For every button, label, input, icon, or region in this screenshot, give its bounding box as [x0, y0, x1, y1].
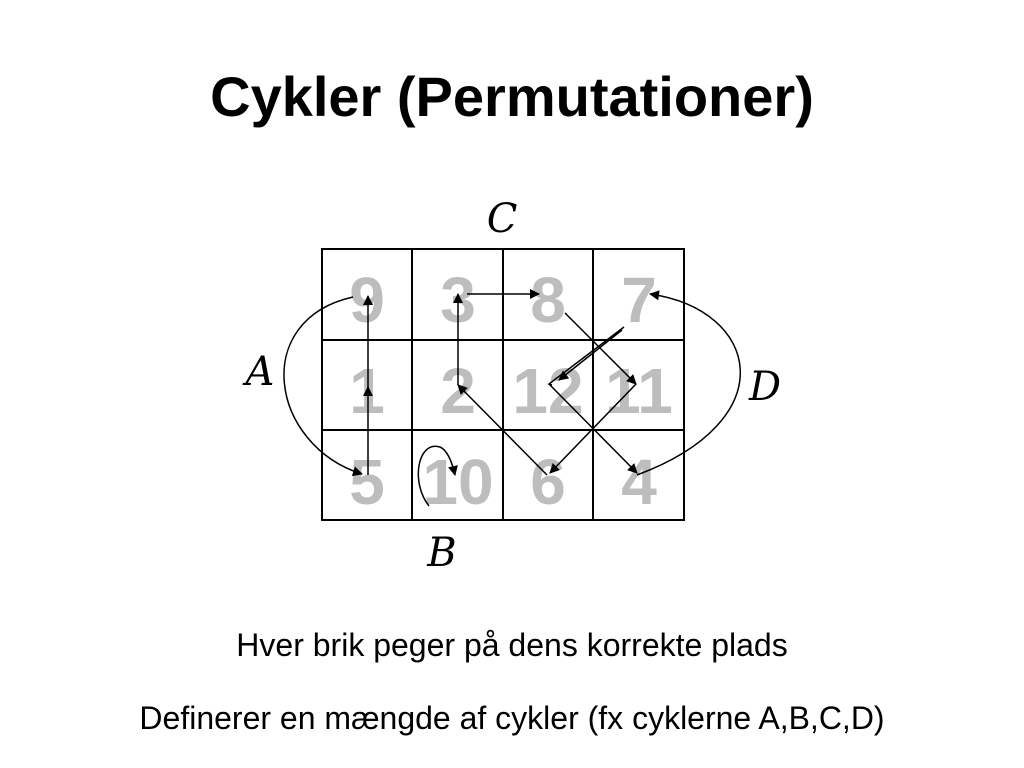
- tile-number: 9: [349, 264, 385, 336]
- cycle-label-c: C: [487, 196, 518, 242]
- caption-line-2: Definerer en mængde af cykler (fx cykler…: [139, 700, 885, 736]
- cycle-label-d: D: [748, 364, 781, 410]
- cycle-b-loop: [417, 445, 458, 507]
- caption-line-1: Hver brik peger på dens korrekte plads: [236, 627, 788, 663]
- cycle-d-arrow: [636, 290, 741, 476]
- cycle-label-a: A: [242, 349, 275, 395]
- cycle-d-arrow: [558, 329, 623, 381]
- tile-number: 8: [530, 264, 566, 336]
- tile-number: 5: [349, 446, 385, 518]
- tile-number: 1: [349, 355, 385, 427]
- cycle-a-arrow: [283, 296, 363, 477]
- slide-title: Cykler (Permutationer): [210, 65, 814, 128]
- tile-number: 7: [621, 264, 657, 336]
- tile-number: 10: [422, 446, 493, 518]
- tile-number: 6: [530, 446, 566, 518]
- cycle-d-arrow: [548, 383, 638, 474]
- cycle-arrows: [283, 289, 741, 507]
- cycle-label-b: B: [426, 530, 456, 576]
- tile-number: 11: [605, 355, 673, 427]
- tile-number: 4: [621, 446, 657, 518]
- cycle-c-arrow: [564, 312, 637, 385]
- cycle-c-arrow: [457, 384, 548, 476]
- tile-numbers: 9 3 8 7 1 2 12 11 5 10 6 4: [349, 264, 673, 518]
